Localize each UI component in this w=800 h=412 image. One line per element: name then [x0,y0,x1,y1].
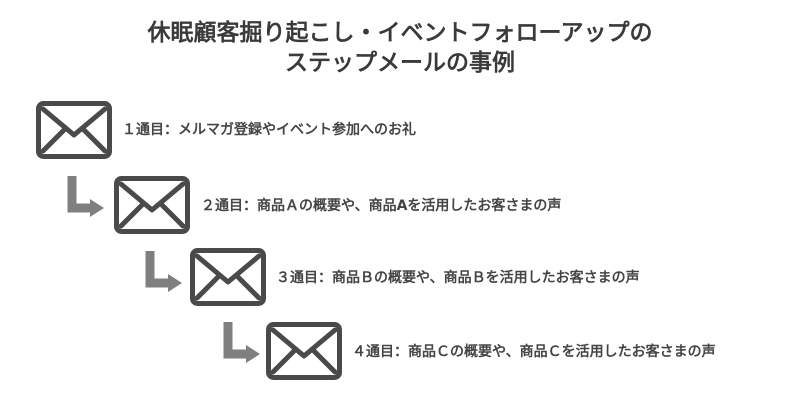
step-arrow-icon [144,247,184,297]
step-4-label: ４通目：商品Ｃの概要や、商品Ｃを活用したお客さまの声 [352,344,716,360]
title-line-2: ステップメールの事例 [285,50,515,76]
envelope-icon [114,176,190,234]
step-1-label: １通目：メルマガ登録やイベント参加へのお礼 [122,122,416,138]
step-arrow-icon [222,318,262,368]
title-line-1: 休眠顧客掘り起こし・イベントフォローアップの [147,20,653,46]
envelope-icon [36,101,112,159]
step-2-label: ２通目：商品Ａの概要や、商品Aを活用したお客さまの声 [201,198,562,214]
envelope-icon [266,322,342,380]
step-3-label: ３通目：商品Ｂの概要や、商品Ｂを活用したお客さまの声 [276,270,640,286]
envelope-icon [190,248,266,306]
step-arrow-icon [66,172,106,222]
diagram-title: 休眠顧客掘り起こし・イベントフォローアップの ステップメールの事例 [0,18,800,78]
